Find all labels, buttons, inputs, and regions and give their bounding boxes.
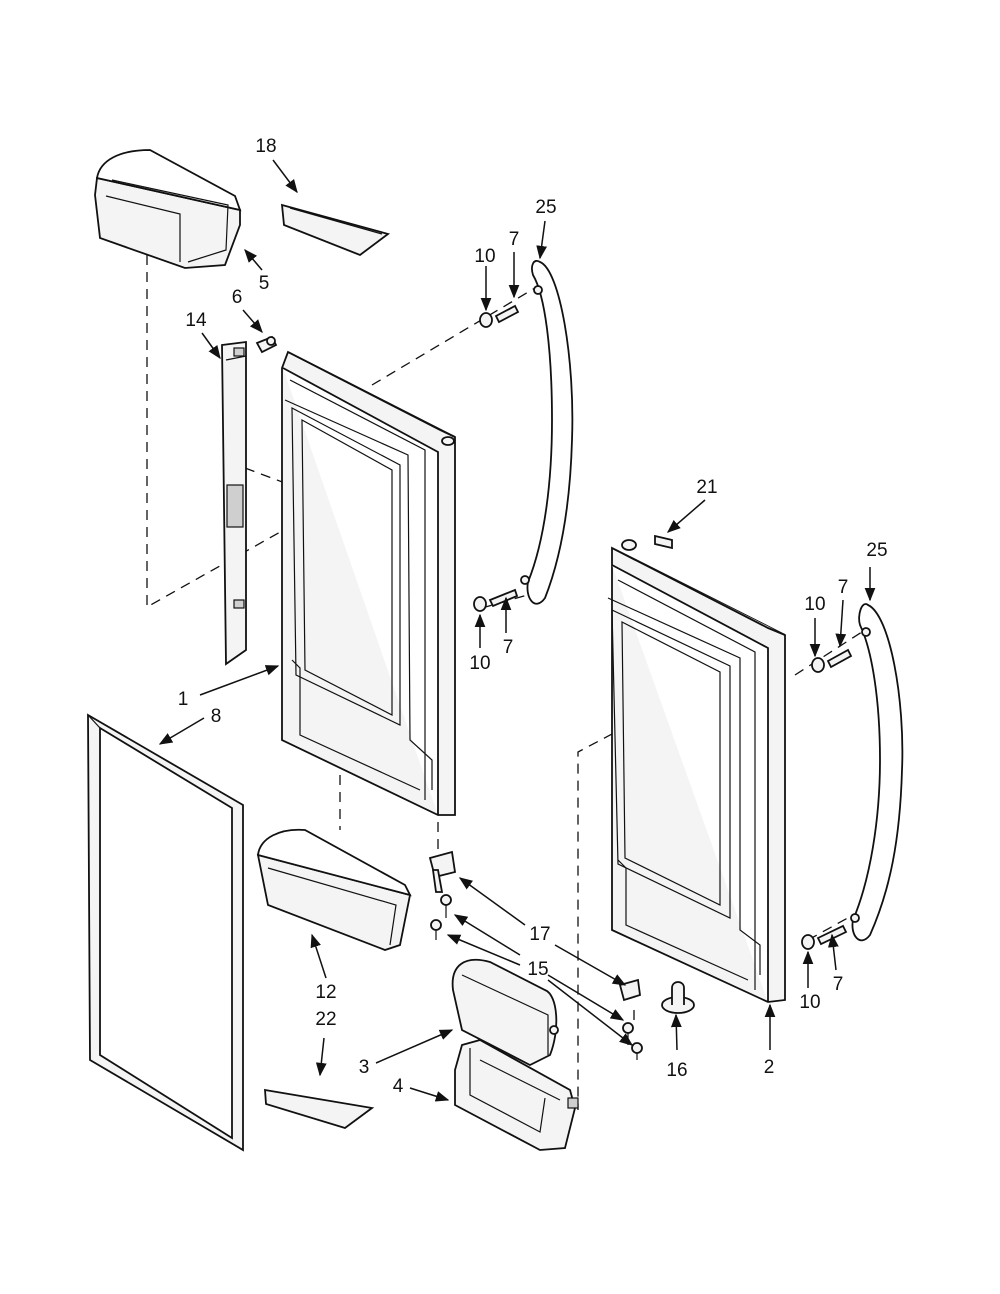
callout-7-upper-right: 7: [837, 577, 849, 598]
right-door: [607, 539, 786, 1003]
callout-25-left: 25: [535, 197, 557, 218]
screw-6: [255, 335, 278, 354]
callout-6: 6: [231, 287, 243, 308]
leader-arrows: [158, 159, 876, 1102]
callout-17: 17: [529, 924, 551, 945]
door-bin-lower: [256, 828, 412, 951]
shelf-cover-22: [264, 1088, 375, 1129]
callout-21: 21: [696, 477, 718, 498]
cover-part-3: [451, 958, 559, 1067]
callout-10-upper-right: 10: [804, 594, 826, 615]
door-bin-upper: [94, 149, 242, 269]
callout-16: 16: [666, 1060, 688, 1081]
callout-7-lower-left: 7: [502, 637, 514, 658]
door-trim-strip: [221, 340, 247, 666]
callout-18: 18: [255, 136, 277, 157]
fasteners-left: [473, 304, 520, 612]
callout-22: 22: [315, 1009, 337, 1030]
callout-2: 2: [763, 1057, 775, 1078]
hinge-left: [428, 850, 457, 940]
label-part-21: [654, 534, 673, 550]
callout-25-right: 25: [866, 540, 888, 561]
handle-left: [520, 260, 574, 605]
callout-1: 1: [177, 689, 189, 710]
door-gasket: [87, 713, 244, 1152]
callout-14: 14: [185, 310, 207, 331]
handle-right: [850, 603, 904, 942]
callout-8: 8: [210, 706, 222, 727]
callout-3: 3: [358, 1057, 370, 1078]
callout-10-lower-right: 10: [799, 992, 821, 1013]
callout-7-lower-right: 7: [832, 974, 844, 995]
callout-4: 4: [392, 1076, 404, 1097]
shelf-cover-18: [280, 203, 391, 257]
fasteners-right: [801, 648, 853, 950]
callout-10-lower-left: 10: [469, 653, 491, 674]
callout-15: 15: [527, 959, 549, 980]
callout-10-upper-left: 10: [474, 246, 496, 267]
hinge-right: [618, 978, 643, 1060]
lower-tray-part-4: [454, 1039, 579, 1151]
left-door: [281, 350, 456, 816]
callout-5: 5: [258, 273, 270, 294]
callout-7-upper-left: 7: [508, 229, 520, 250]
cap-part-16: [661, 981, 695, 1014]
callout-12: 12: [315, 982, 337, 1003]
